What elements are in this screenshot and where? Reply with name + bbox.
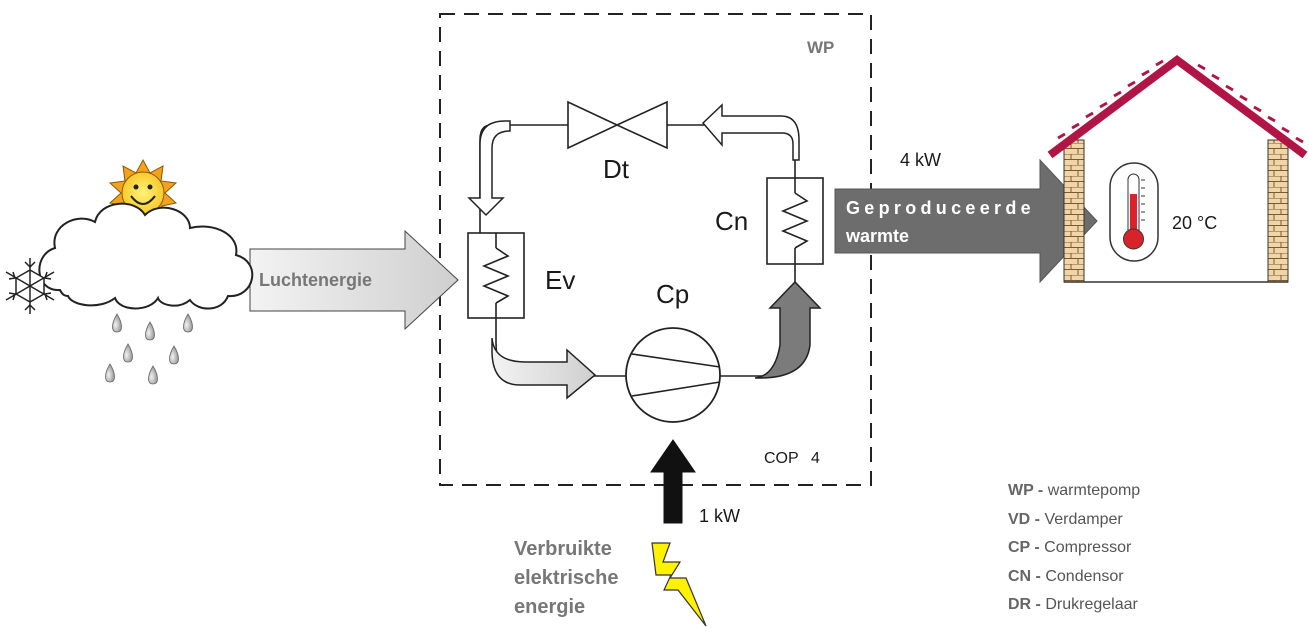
legend-row-vd: VD - Verdamper [1008,506,1298,535]
legend-value: Compressor [1044,539,1132,556]
expansion-valve-icon [567,100,668,150]
legend-value: Condensor [1045,567,1124,585]
heat-output-arrow [834,158,1098,284]
legend-row-cn: CN - Condensor [1008,563,1298,592]
electric-label-3: energie [514,596,585,618]
heat-output-label-2: warmte [845,226,909,246]
legend-value: warmtepomp [1047,482,1141,499]
flow-arrow-top-right [701,103,800,161]
lightning-bolt-icon [651,542,707,627]
legend-key: CP - [1008,539,1040,556]
heat-power-label: 4 kW [900,150,941,170]
cn-label: Cn [715,206,748,236]
room-temperature-label: 20 °C [1172,213,1217,233]
cp-label: Cp [656,279,689,309]
legend: WP - warmtepomp VD - Verdamper CP - Comp… [1008,477,1298,620]
cop-label: COP [764,450,799,467]
dt-label: Dt [603,154,630,184]
legend-key: DR - [1008,596,1041,613]
electric-label-2: elektrische [514,567,619,589]
flow-arrow-down-left [467,120,511,217]
legend-row-cp: CP - Compressor [1008,534,1298,563]
wp-label: WP [807,38,834,57]
evaporator-icon [467,232,525,319]
cloud-icon [38,202,254,310]
wp-boundary [439,13,872,486]
condenser-icon [766,168,824,266]
thermometer-icon [1109,162,1159,262]
electric-input-arrow [650,439,696,524]
flow-arrow-compressor-out [754,280,822,379]
ev-label: Ev [545,265,575,295]
electric-label-1: Verbruikte [514,538,612,560]
raindrops-icon [105,313,193,385]
air-energy-label: Luchtenergie [259,270,372,290]
legend-value: Drukregelaar [1045,596,1138,613]
refrigerant-circuit [479,124,796,377]
electric-power-label: 1 kW [699,506,740,526]
legend-value: Verdamper [1044,510,1123,528]
legend-key: VD - [1008,510,1040,528]
flow-arrow-evap-out [491,337,597,400]
house-icon [1047,55,1308,283]
legend-row-wp: WP - warmtepomp [1008,477,1298,506]
compressor-icon [625,327,721,423]
legend-key: WP - [1008,482,1044,499]
legend-key: CN - [1008,567,1041,585]
snowflake-icon [5,258,55,314]
cop-value: 4 [811,450,820,467]
air-energy-arrow [249,229,459,331]
legend-row-dr: DR - Drukregelaar [1008,591,1298,620]
heat-output-label-1: Geproduceerde [846,198,1035,218]
